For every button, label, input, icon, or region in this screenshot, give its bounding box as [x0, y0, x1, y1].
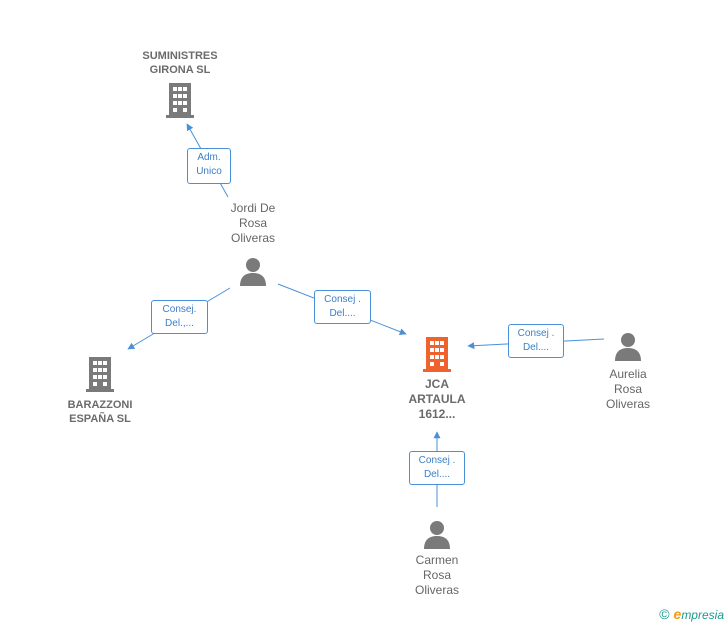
edge-label-consej-aurelia[interactable]: Consej . Del....: [508, 324, 564, 358]
person-name-jordi: Jordi De Rosa Oliveras: [230, 201, 276, 245]
building-icon: [423, 337, 451, 372]
copyright-icon: ©: [659, 606, 670, 622]
company-name-suministres: SUMINISTRES GIRONA SL: [142, 50, 218, 76]
node-jordi-de-rosa-oliveras[interactable]: Jordi De Rosa Oliveras: [188, 201, 318, 286]
person-name-carmen: Carmen Rosa Oliveras: [414, 553, 459, 597]
company-name-jca: JCA ARTAULA 1612...: [408, 377, 466, 421]
brand-logo-e: e: [673, 606, 682, 622]
building-icon: [86, 357, 114, 392]
building-icon: [166, 83, 194, 118]
node-barazzoni-espana[interactable]: BARAZZONI ESPAÑA SL: [35, 357, 165, 426]
edge-label-adm-unico[interactable]: Adm. Unico: [187, 148, 231, 184]
edge-label-consej-carmen[interactable]: Consej . Del....: [409, 451, 465, 485]
person-icon: [424, 521, 450, 549]
person-name-aurelia: Aurelia Rosa Oliveras: [605, 367, 650, 411]
node-jca-artaula[interactable]: JCA ARTAULA 1612...: [372, 337, 502, 422]
empresia-brand[interactable]: ©empresia: [659, 606, 724, 622]
person-icon: [240, 258, 266, 286]
node-suministres-girona[interactable]: SUMINISTRES GIRONA SL: [115, 49, 245, 119]
node-aurelia-rosa-oliveras[interactable]: Aurelia Rosa Oliveras: [563, 331, 693, 412]
person-icon: [615, 333, 641, 361]
node-carmen-rosa-oliveras[interactable]: Carmen Rosa Oliveras: [372, 519, 502, 598]
edge-label-consej-jordi-jca[interactable]: Consej . Del....: [314, 290, 371, 324]
company-name-barazzoni: BARAZZONI ESPAÑA SL: [67, 399, 133, 425]
edge-label-consej-barazzoni[interactable]: Consej. Del.,...: [151, 300, 208, 334]
brand-logo-text: mpresia: [681, 608, 724, 622]
